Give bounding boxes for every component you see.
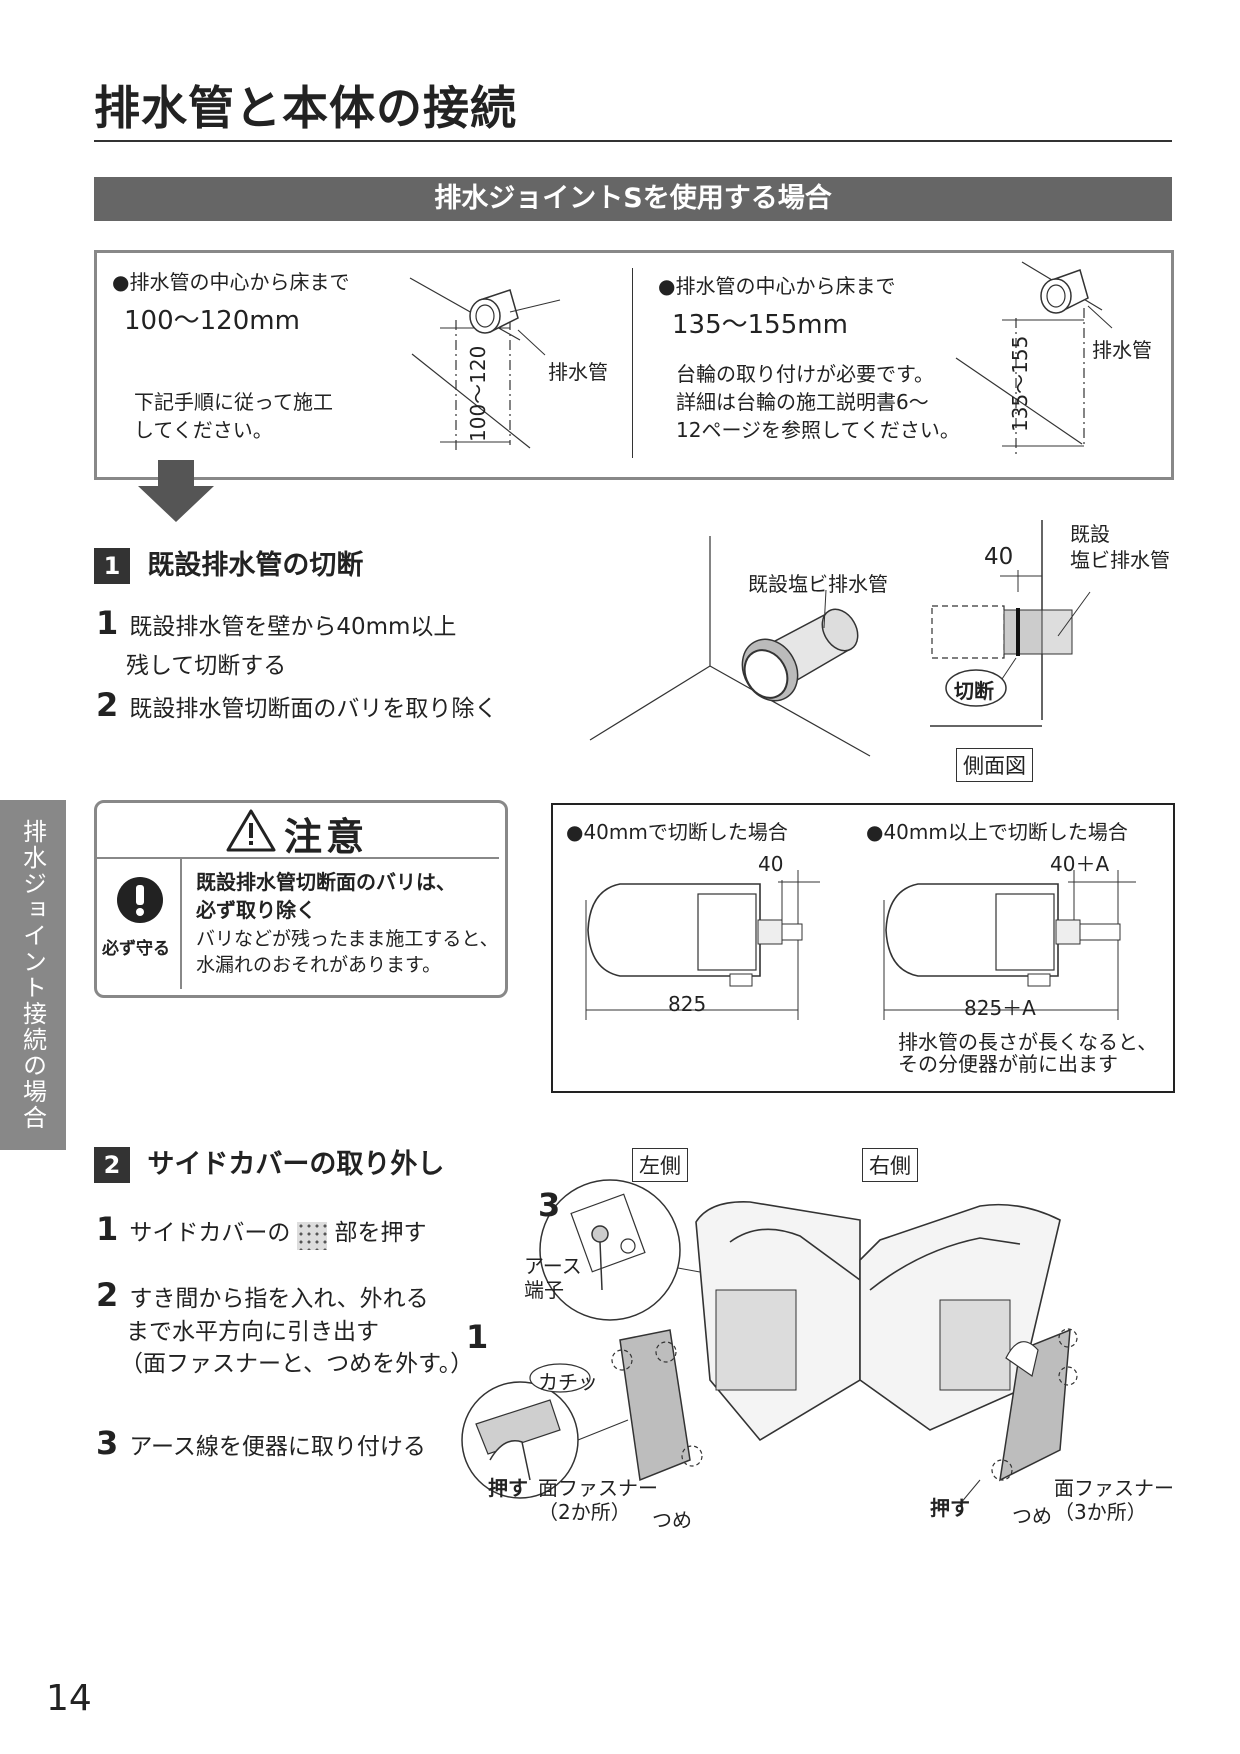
fastener-left-2: （2か所） <box>538 1500 631 1524</box>
left-pipe-diagram <box>409 277 561 452</box>
step1-item-2-line1: 既設排水管切断面のバリを取り除く <box>129 696 498 722</box>
fastener-left-1: 面ファスナー <box>538 1476 658 1500</box>
dotted-area-icon <box>297 1221 328 1250</box>
push-label-right: 押す <box>930 1496 970 1520</box>
section-banner: 排水ジョイントSを使用する場合 <box>94 177 1172 221</box>
right-label: ●排水管の中心から床まで <box>658 274 896 298</box>
left-side-label: 左側 <box>632 1148 688 1182</box>
step2-badge: 2 <box>94 1147 130 1183</box>
mandatory-label: 必ず守る <box>102 939 170 959</box>
case-right-dim-bottom: 825＋A <box>964 996 1036 1020</box>
existing-pipe-figure <box>589 536 871 757</box>
cut-cases-frame <box>551 803 1175 1093</box>
caution-text-1: バリなどが残ったまま施工すると、 <box>196 928 499 950</box>
callout-3: 3 <box>538 1186 561 1224</box>
claw-left: つめ <box>652 1508 692 1532</box>
side-dim: 40 <box>984 544 1014 570</box>
caution-text-2: 水漏れのおそれがあります。 <box>196 954 442 976</box>
left-range: 100〜120mm <box>124 306 300 336</box>
step1-item-1-line2: 残して切断する <box>126 653 287 679</box>
side-cover-removal-figure <box>461 1179 1078 1505</box>
step2-item-2-num: 2 <box>96 1276 119 1314</box>
callout-1: 1 <box>466 1318 489 1356</box>
left-dim-label: 100〜120 <box>466 345 490 442</box>
case-note-1: 排水管の長さが長くなると、 <box>898 1030 1158 1054</box>
case-note-2: その分便器が前に出ます <box>898 1052 1118 1076</box>
right-range: 135〜155mm <box>672 310 848 340</box>
left-note-1: 下記手順に従って施工 <box>134 390 333 414</box>
step2-item-3: 3 アース線を便器に取り付ける <box>96 1424 426 1462</box>
side-tab: 排水ジョイント接続の場合 <box>0 800 66 1150</box>
case-right-toilet <box>883 870 1136 1020</box>
cut-label: 切断 <box>954 679 994 703</box>
step2-item-2-line1: すき間から指を入れ、外れる <box>129 1286 429 1312</box>
caution-header <box>97 803 499 859</box>
step2-heading: 2 サイドカバーの取り外し <box>94 1142 444 1183</box>
existing-pipe-label: 既設塩ビ排水管 <box>748 572 888 596</box>
step1-item-2-num: 2 <box>96 686 119 724</box>
step1-item-1-line1: 既設排水管を壁から40mm以上 <box>129 614 457 640</box>
right-note-2: 詳細は台輪の施工説明書6〜 <box>676 390 929 414</box>
case-left-dim-top: 40 <box>758 852 784 876</box>
step1-heading: 1 既設排水管の切断 <box>94 543 363 584</box>
click-label: カチッ <box>538 1370 598 1394</box>
step2-item-3-line1: アース線を便器に取り付ける <box>129 1434 426 1460</box>
left-pipe-label: 排水管 <box>548 360 608 384</box>
step2-title: サイドカバーの取り外し <box>147 1149 445 1180</box>
step2-item-1: 1 サイドカバーの 部を押す <box>96 1210 427 1250</box>
pipe-height-infobox <box>94 250 1174 480</box>
caution-divider <box>180 857 182 989</box>
case-left-dim-bottom: 825 <box>668 992 707 1016</box>
info-divider <box>632 268 633 458</box>
right-dim-label: 135〜155 <box>1008 335 1032 432</box>
earth-label-1: アース <box>524 1254 582 1278</box>
right-pipe-label: 排水管 <box>1092 338 1152 362</box>
step2-item-2: 2 すき間から指を入れ、外れる <box>96 1276 429 1314</box>
step1-item-1-num: 1 <box>96 604 119 642</box>
claw-right: つめ <box>1012 1504 1052 1528</box>
caution-title: 注意 <box>284 815 369 859</box>
step2-item-2-line3: （面ファスナーと、つめを外す。） <box>120 1351 474 1377</box>
right-pipe-diagram <box>955 261 1113 454</box>
side-label-1: 既設 <box>1070 522 1110 546</box>
caution-box <box>94 800 508 998</box>
right-note-1: 台輪の取り付けが必要です。 <box>676 362 934 386</box>
title-rule <box>94 140 1172 142</box>
side-view-figure <box>930 520 1091 727</box>
case-right-label: ●40mm以上で切断した場合 <box>866 820 1128 844</box>
step2-item-3-num: 3 <box>96 1424 119 1462</box>
caution-bold-2: 必ず取り除く <box>196 898 316 922</box>
step2-item-1-pre: サイドカバーの <box>129 1220 291 1246</box>
case-right-dim-top: 40＋A <box>1050 852 1110 876</box>
fastener-right-2: （3か所） <box>1054 1500 1147 1524</box>
step2-item-1-num: 1 <box>96 1210 119 1248</box>
page-number: 14 <box>46 1678 92 1719</box>
left-label: ●排水管の中心から床まで <box>112 270 350 294</box>
side-label-2: 塩ビ排水管 <box>1070 548 1170 572</box>
fastener-right-1: 面ファスナー <box>1054 1476 1174 1500</box>
side-view-label: 側面図 <box>956 748 1033 782</box>
earth-label-2: 端子 <box>524 1278 564 1302</box>
step1-badge: 1 <box>94 548 130 584</box>
page-title: 排水管と本体の接続 <box>94 81 517 135</box>
case-left-label: ●40mmで切断した場合 <box>566 820 788 844</box>
caution-bold-1: 既設排水管切断面のバリは、 <box>196 870 456 894</box>
right-note-3: 12ページを参照してください。 <box>676 418 960 442</box>
step1-item-1: 1 既設排水管を壁から40mm以上 <box>96 604 456 642</box>
left-note-2: してください。 <box>134 418 273 442</box>
case-left-toilet <box>585 870 820 1020</box>
warning-triangle-icon <box>226 809 276 852</box>
step1-item-2: 2 既設排水管切断面のバリを取り除く <box>96 686 497 724</box>
step2-item-1-post: 部を押す <box>334 1220 427 1246</box>
right-side-label: 右側 <box>862 1148 918 1182</box>
step1-title: 既設排水管の切断 <box>147 550 364 581</box>
step2-item-2-line2: まで水平方向に引き出す <box>126 1319 379 1345</box>
down-arrow-icon <box>138 460 214 522</box>
push-label-left: 押す <box>488 1476 528 1500</box>
mandatory-icon <box>117 877 163 923</box>
